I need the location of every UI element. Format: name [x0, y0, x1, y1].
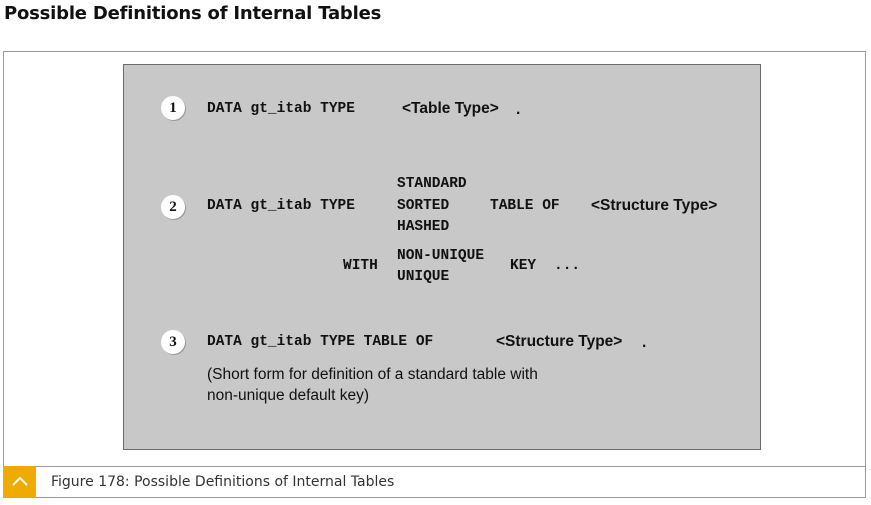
step-number-2: 2 — [161, 195, 185, 219]
def2-kind-standard: STANDARD — [397, 176, 467, 192]
def1-arg: <Table Type> — [402, 100, 499, 117]
figure-slide: 1 DATA gt_itab TYPE <Table Type> . STAND… — [123, 64, 761, 450]
caption-bar — [3, 466, 866, 498]
def3-code: DATA gt_itab TYPE TABLE OF — [207, 334, 434, 350]
def2-table-of: TABLE OF — [490, 198, 560, 214]
step-number-3: 3 — [161, 330, 185, 354]
chevron-up-icon — [11, 473, 28, 491]
page-title: Possible Definitions of Internal Tables — [4, 3, 382, 24]
def2-with: WITH — [343, 258, 378, 274]
def2-key: KEY — [510, 258, 537, 274]
def3-dot: . — [642, 334, 647, 351]
def2-key-non-unique: NON-UNIQUE — [397, 248, 485, 264]
collapse-toggle[interactable] — [3, 466, 36, 498]
step-number-1: 1 — [161, 96, 185, 120]
def2-key-unique: UNIQUE — [397, 269, 450, 285]
def1-dot: . — [516, 101, 521, 118]
def3-note-line-2: non-unique default key) — [207, 387, 370, 404]
def2-ellipsis: ... — [554, 258, 581, 274]
def2-kind-hashed: HASHED — [397, 219, 450, 235]
def2-kind-sorted: SORTED — [397, 198, 450, 214]
def2-arg: <Structure Type> — [591, 197, 718, 214]
def3-arg: <Structure Type> — [496, 333, 623, 350]
figure-caption: Figure 178: Possible Definitions of Inte… — [51, 474, 395, 490]
def3-note-line-1: (Short form for definition of a standard… — [207, 366, 538, 383]
def2-code: DATA gt_itab TYPE — [207, 198, 355, 214]
def1-code: DATA gt_itab TYPE — [207, 101, 355, 117]
